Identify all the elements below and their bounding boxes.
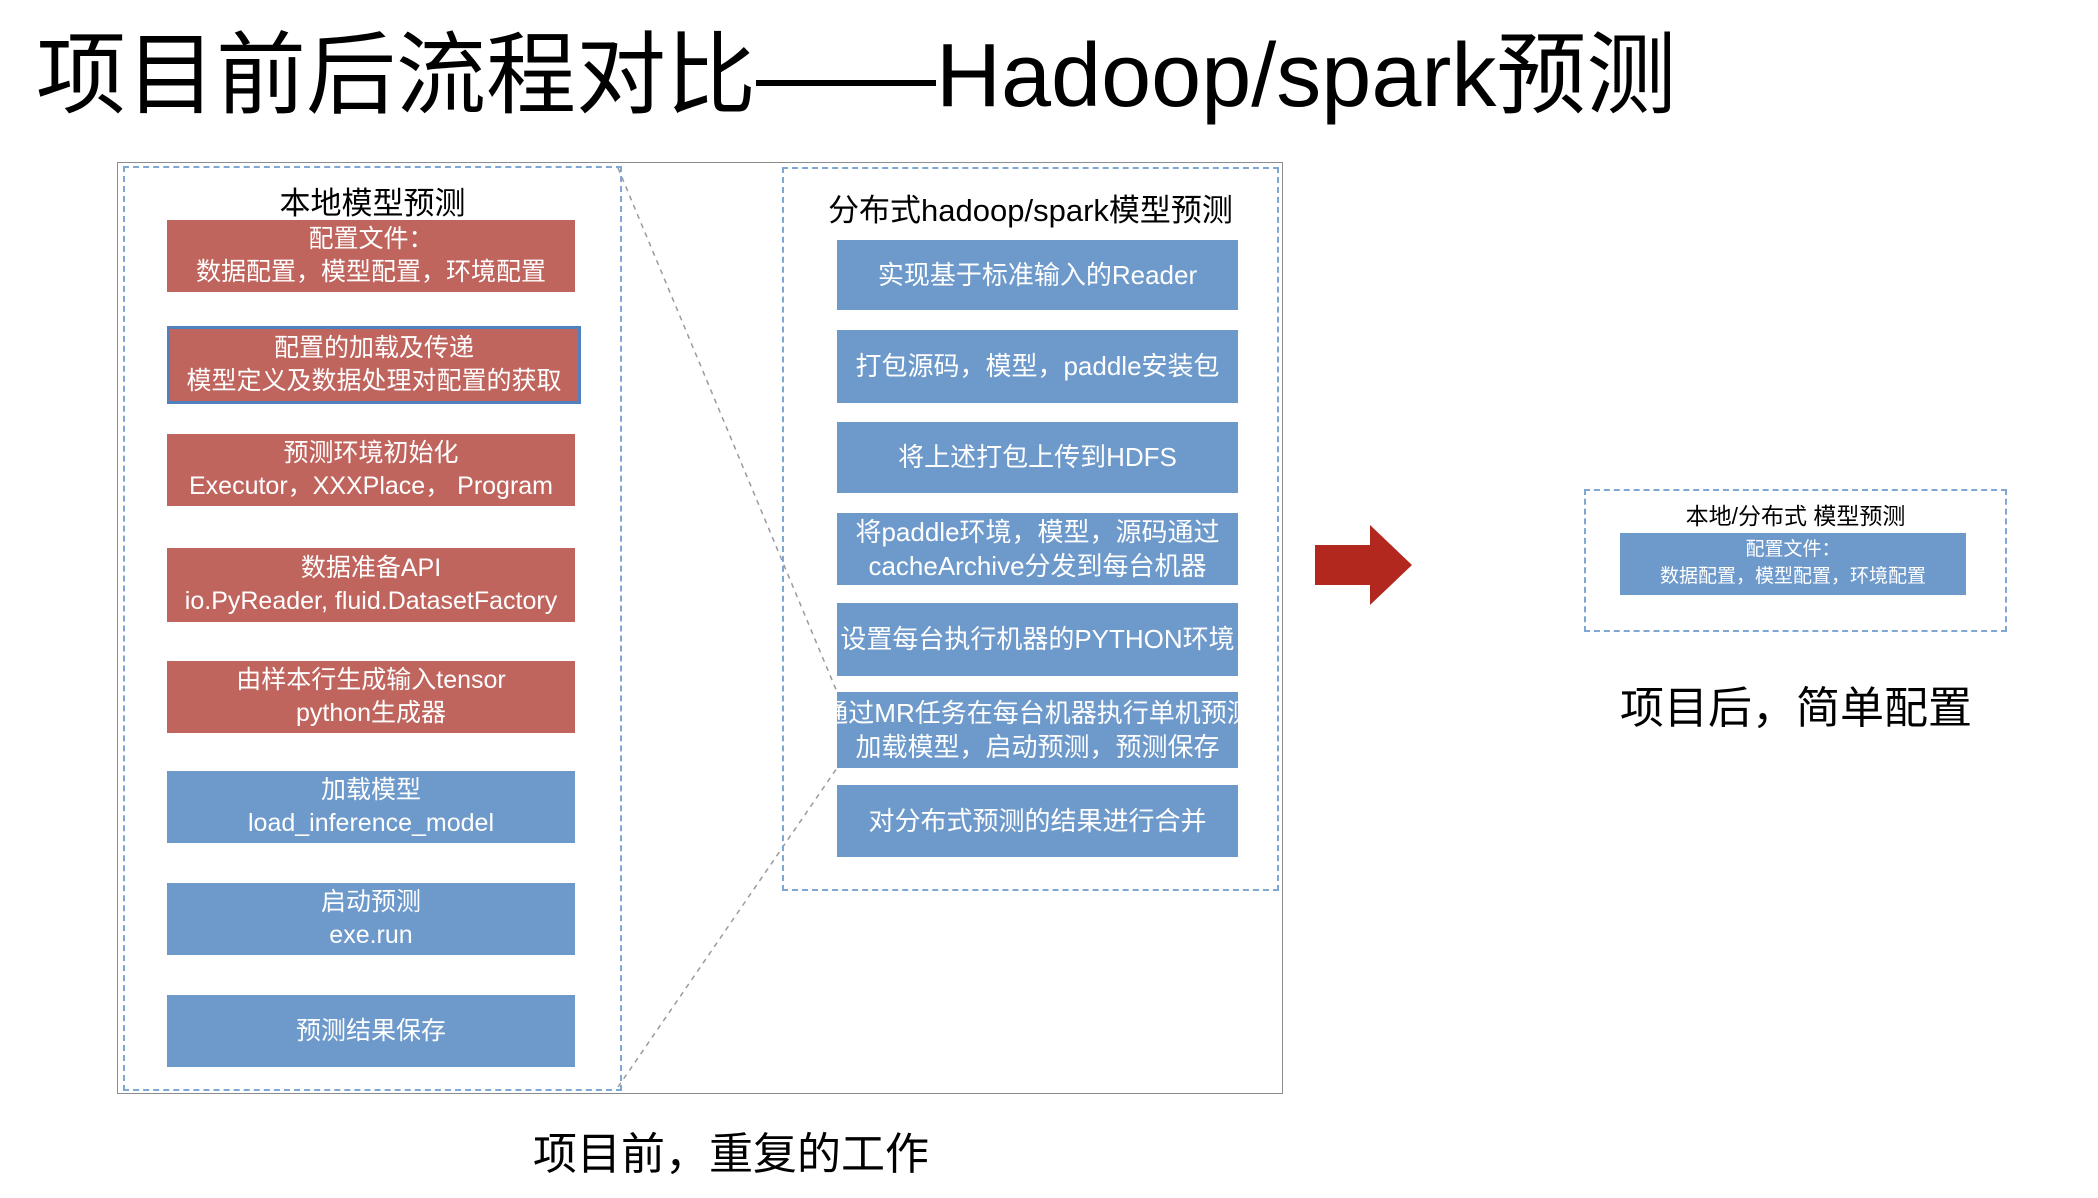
local-step-load-model: 加载模型 load_inference_model (167, 771, 575, 843)
dist-step-mr-task: 通过MR任务在每台机器执行单机预测 加载模型，启动预测，预测保存 (822, 692, 1253, 768)
step-line2: 数据配置，模型配置，环境配置 (195, 258, 546, 286)
caption-before-project: 项目前，重复的工作 (533, 1130, 929, 1179)
step-line1: 将上述打包上传到HDFS (898, 442, 1177, 473)
step-line2: Executor，XXXPlace， Program (188, 472, 554, 500)
local-step-save-result: 预测结果保存 (167, 995, 575, 1067)
step-line2: python生成器 (295, 699, 447, 727)
local-step-env-init: 预测环境初始化 Executor，XXXPlace， Program (167, 434, 575, 506)
step-line2: 模型定义及数据处理对配置的获取 (186, 367, 562, 395)
step-line2: io.PyReader, fluid.DatasetFactory (184, 587, 558, 615)
step-line1: 设置每台执行机器的PYTHON环境 (840, 624, 1235, 655)
step-line1: 启动预测 (320, 888, 421, 916)
after-panel-header: 本地/分布式 模型预测 (1685, 503, 1906, 529)
dist-step-package: 打包源码，模型，paddle安装包 (837, 330, 1238, 403)
after-prediction-panel: 本地/分布式 模型预测 配置文件： 数据配置，模型配置，环境配置 (1584, 489, 2007, 632)
dist-step-merge-results: 对分布式预测的结果进行合并 (837, 785, 1238, 857)
step-line2: cacheArchive分发到每台机器 (868, 551, 1207, 581)
step-line2: 数据配置，模型配置，环境配置 (1659, 566, 1926, 587)
dist-step-stdin-reader: 实现基于标准输入的Reader (837, 240, 1238, 310)
distributed-prediction-panel: 分布式hadoop/spark模型预测 实现基于标准输入的Reader 打包源码… (782, 167, 1279, 891)
before-group-frame (117, 162, 1283, 1094)
step-line1: 对分布式预测的结果进行合并 (868, 805, 1207, 836)
step-line2: exe.run (329, 921, 413, 949)
local-prediction-panel: 本地模型预测 配置文件： 数据配置，模型配置，环境配置 配置的加载及传递 模型定… (123, 166, 622, 1091)
local-step-data-api: 数据准备API io.PyReader, fluid.DatasetFactor… (167, 548, 575, 622)
step-line1: 配置文件： (308, 225, 434, 253)
step-line1: 预测环境初始化 (283, 439, 459, 467)
step-line1: 数据准备API (300, 554, 442, 582)
step-line1: 预测结果保存 (295, 1016, 446, 1045)
dist-step-cachearchive: 将paddle环境，模型，源码通过 cacheArchive分发到每台机器 (837, 513, 1238, 585)
local-step-run-predict: 启动预测 exe.run (167, 883, 575, 955)
step-line1: 实现基于标准输入的Reader (877, 259, 1198, 290)
step-line1: 配置的加载及传递 (273, 334, 474, 362)
dist-step-python-env: 设置每台执行机器的PYTHON环境 (837, 603, 1238, 676)
step-line1: 配置文件： (1745, 539, 1841, 561)
step-line2: 加载模型，启动预测，预测保存 (855, 732, 1220, 762)
transform-arrow-icon (1315, 525, 1412, 605)
step-line1: 打包源码，模型，paddle安装包 (855, 351, 1220, 382)
step-line1: 通过MR任务在每台机器执行单机预测 (822, 697, 1253, 728)
local-panel-header: 本地模型预测 (279, 186, 466, 221)
dist-step-upload-hdfs: 将上述打包上传到HDFS (837, 422, 1238, 493)
distributed-panel-header: 分布式hadoop/spark模型预测 (828, 193, 1233, 228)
step-line1: 将paddle环境，模型，源码通过 (855, 516, 1220, 547)
step-line2: load_inference_model (247, 809, 494, 837)
step-line1: 加载模型 (320, 776, 421, 804)
after-step-config-file: 配置文件： 数据配置，模型配置，环境配置 (1620, 533, 1966, 595)
caption-after-project: 项目后，简单配置 (1620, 684, 1972, 733)
local-step-tensor-gen: 由样本行生成输入tensor python生成器 (167, 661, 575, 733)
step-line1: 由样本行生成输入tensor (236, 666, 506, 694)
slide-title: 项目前后流程对比——Hadoop/spark预测 (36, 26, 1677, 126)
local-step-config-load: 配置的加载及传递 模型定义及数据处理对配置的获取 (167, 326, 581, 404)
local-step-config-file: 配置文件： 数据配置，模型配置，环境配置 (167, 220, 575, 292)
